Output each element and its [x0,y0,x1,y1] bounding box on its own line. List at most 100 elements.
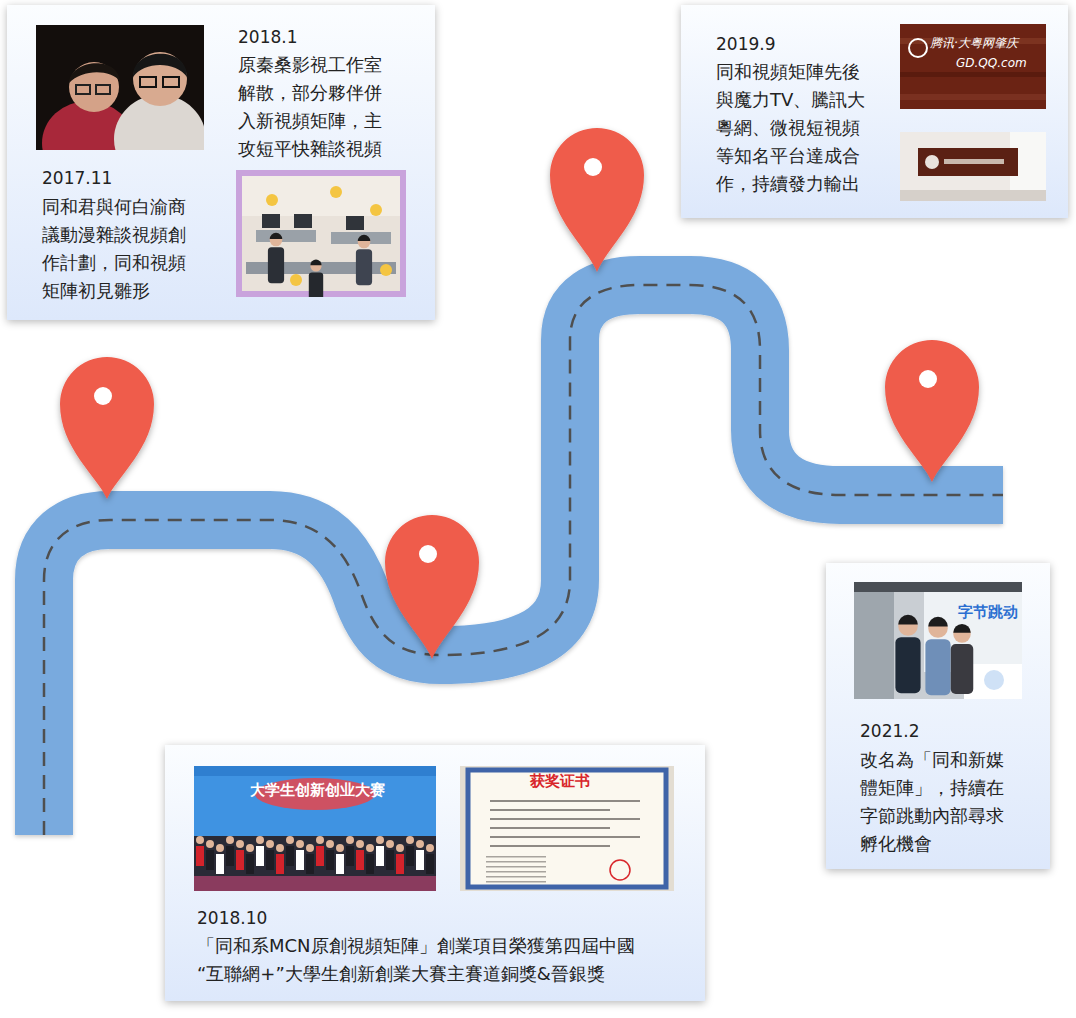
pin-dot [919,370,937,388]
pin-dot [94,387,112,405]
photo-shape [358,236,371,249]
photo-caption: 字节跳动 [958,603,1018,621]
photo-shape [925,639,950,695]
photo-shape [266,194,278,206]
milestone-date: 2018.1 [238,26,408,48]
photo-shape [114,95,206,183]
photo-shape [294,214,312,228]
photo-shape [69,62,119,112]
photo-shape [370,204,382,216]
photo-shape [346,836,354,844]
photo-shape [194,766,436,776]
photo-shape [918,148,1018,176]
photo-shape [194,836,436,891]
photo-shape [895,637,920,693]
photo-shape [380,264,392,276]
photo-shape [226,846,234,866]
photo [460,766,674,891]
photo-shape [984,670,1004,690]
photo-shape [386,840,394,848]
photo-shape [310,260,321,266]
photo-shape [900,72,1046,77]
photo-shape [206,840,214,848]
milestone-date: 2021.2 [860,720,1030,742]
photo-shape [226,836,234,844]
photo-shape [268,247,284,283]
pin-body [385,515,479,659]
photo-shape [366,844,374,852]
photo [854,582,1022,699]
photo-shape [336,854,344,874]
pin-body [550,128,644,272]
milestone-panel: 2018.10「同和系MCN原創視頻矩陣」創業項目榮獲第四屆中國 “互聯網+”大… [165,745,705,1001]
photo-shape [953,624,971,633]
photo-shape [316,846,324,866]
photo-shape [242,176,400,216]
photo-shape [468,770,666,887]
photo-shape [426,854,434,874]
photo-shape [306,854,314,874]
photo-shape [358,235,371,241]
photo-shape [460,766,674,891]
photo-shape [326,840,334,848]
photo-shape [486,871,546,873]
photo-shape [928,617,948,627]
photo-shape [266,850,274,870]
photo-shape [246,854,254,874]
photo-shape [490,827,610,829]
photo-shape [900,132,1046,201]
photo-shape [194,766,436,891]
photo-shape [330,186,342,198]
logo-mark [909,39,927,57]
photo [900,132,1046,201]
milestone-description: 原秦桑影視工作室 解散，部分夥伴併 入新視頻矩陣，主 攻短平快雜談視頻 [238,51,391,163]
photo-shape [376,846,384,866]
photo-shape [951,644,974,694]
photo-caption: 获奖证书 [530,772,590,790]
photo-shape [256,836,264,844]
photo-shape [854,582,1022,699]
photo-shape [256,846,264,866]
photo-caption: 腾讯·大粤网肇庆 [930,36,1018,50]
milestone-description: 「同和系MCN原創視頻矩陣」創業項目榮獲第四屆中國 “互聯網+”大學生創新創業大… [197,932,657,988]
photo-shape [396,844,404,852]
photo-shape [246,844,254,852]
milestone-description: 改名為「同和新媒 體矩陣」，持續在 字節跳動內部尋求 孵化機會 [860,746,1013,858]
photo-shape [416,850,424,870]
photo-shape [296,840,304,848]
photo-shape [96,85,110,94]
milestone-panel: 2018.1 原秦桑影視工作室 解散，部分夥伴併 入新視頻矩陣，主 攻短平快雜談視… [7,5,435,320]
photo-shape [944,159,1004,164]
milestone-date: 2019.9 [716,33,886,55]
photo-shape [490,800,640,802]
photo [900,24,1046,109]
photo-shape [376,836,384,844]
photo-shape [486,861,546,863]
photo-shape [216,854,224,874]
photo-shape [326,850,334,870]
milestone-description: 同和視頻矩陣先後 與魔力TV、騰訊大 粵網、微視短視頻 等知名平台達成合 作，持… [716,58,869,197]
photo-shape [286,846,294,866]
photo-shape [490,809,610,811]
map-pin [385,515,479,659]
map-pin [885,340,979,482]
photo-shape [196,846,204,866]
photo-shape [898,615,918,625]
photo-shape [346,216,364,230]
photo-shape [406,846,414,866]
photo-shape [925,155,939,169]
photo-shape [286,836,294,844]
pin-body [885,340,979,482]
photo-shape [76,85,90,94]
photo-shape [140,77,156,87]
photo-shape [490,818,640,820]
photo-shape [306,844,314,852]
photo-caption: 大学生创新创业大赛 [250,781,385,799]
photo-shape [236,840,244,848]
photo-shape [406,836,414,844]
pin-dot [584,158,602,176]
map-pin [60,357,154,499]
photo-shape [416,840,424,848]
photo-shape [309,272,323,304]
photo-shape [346,846,354,866]
